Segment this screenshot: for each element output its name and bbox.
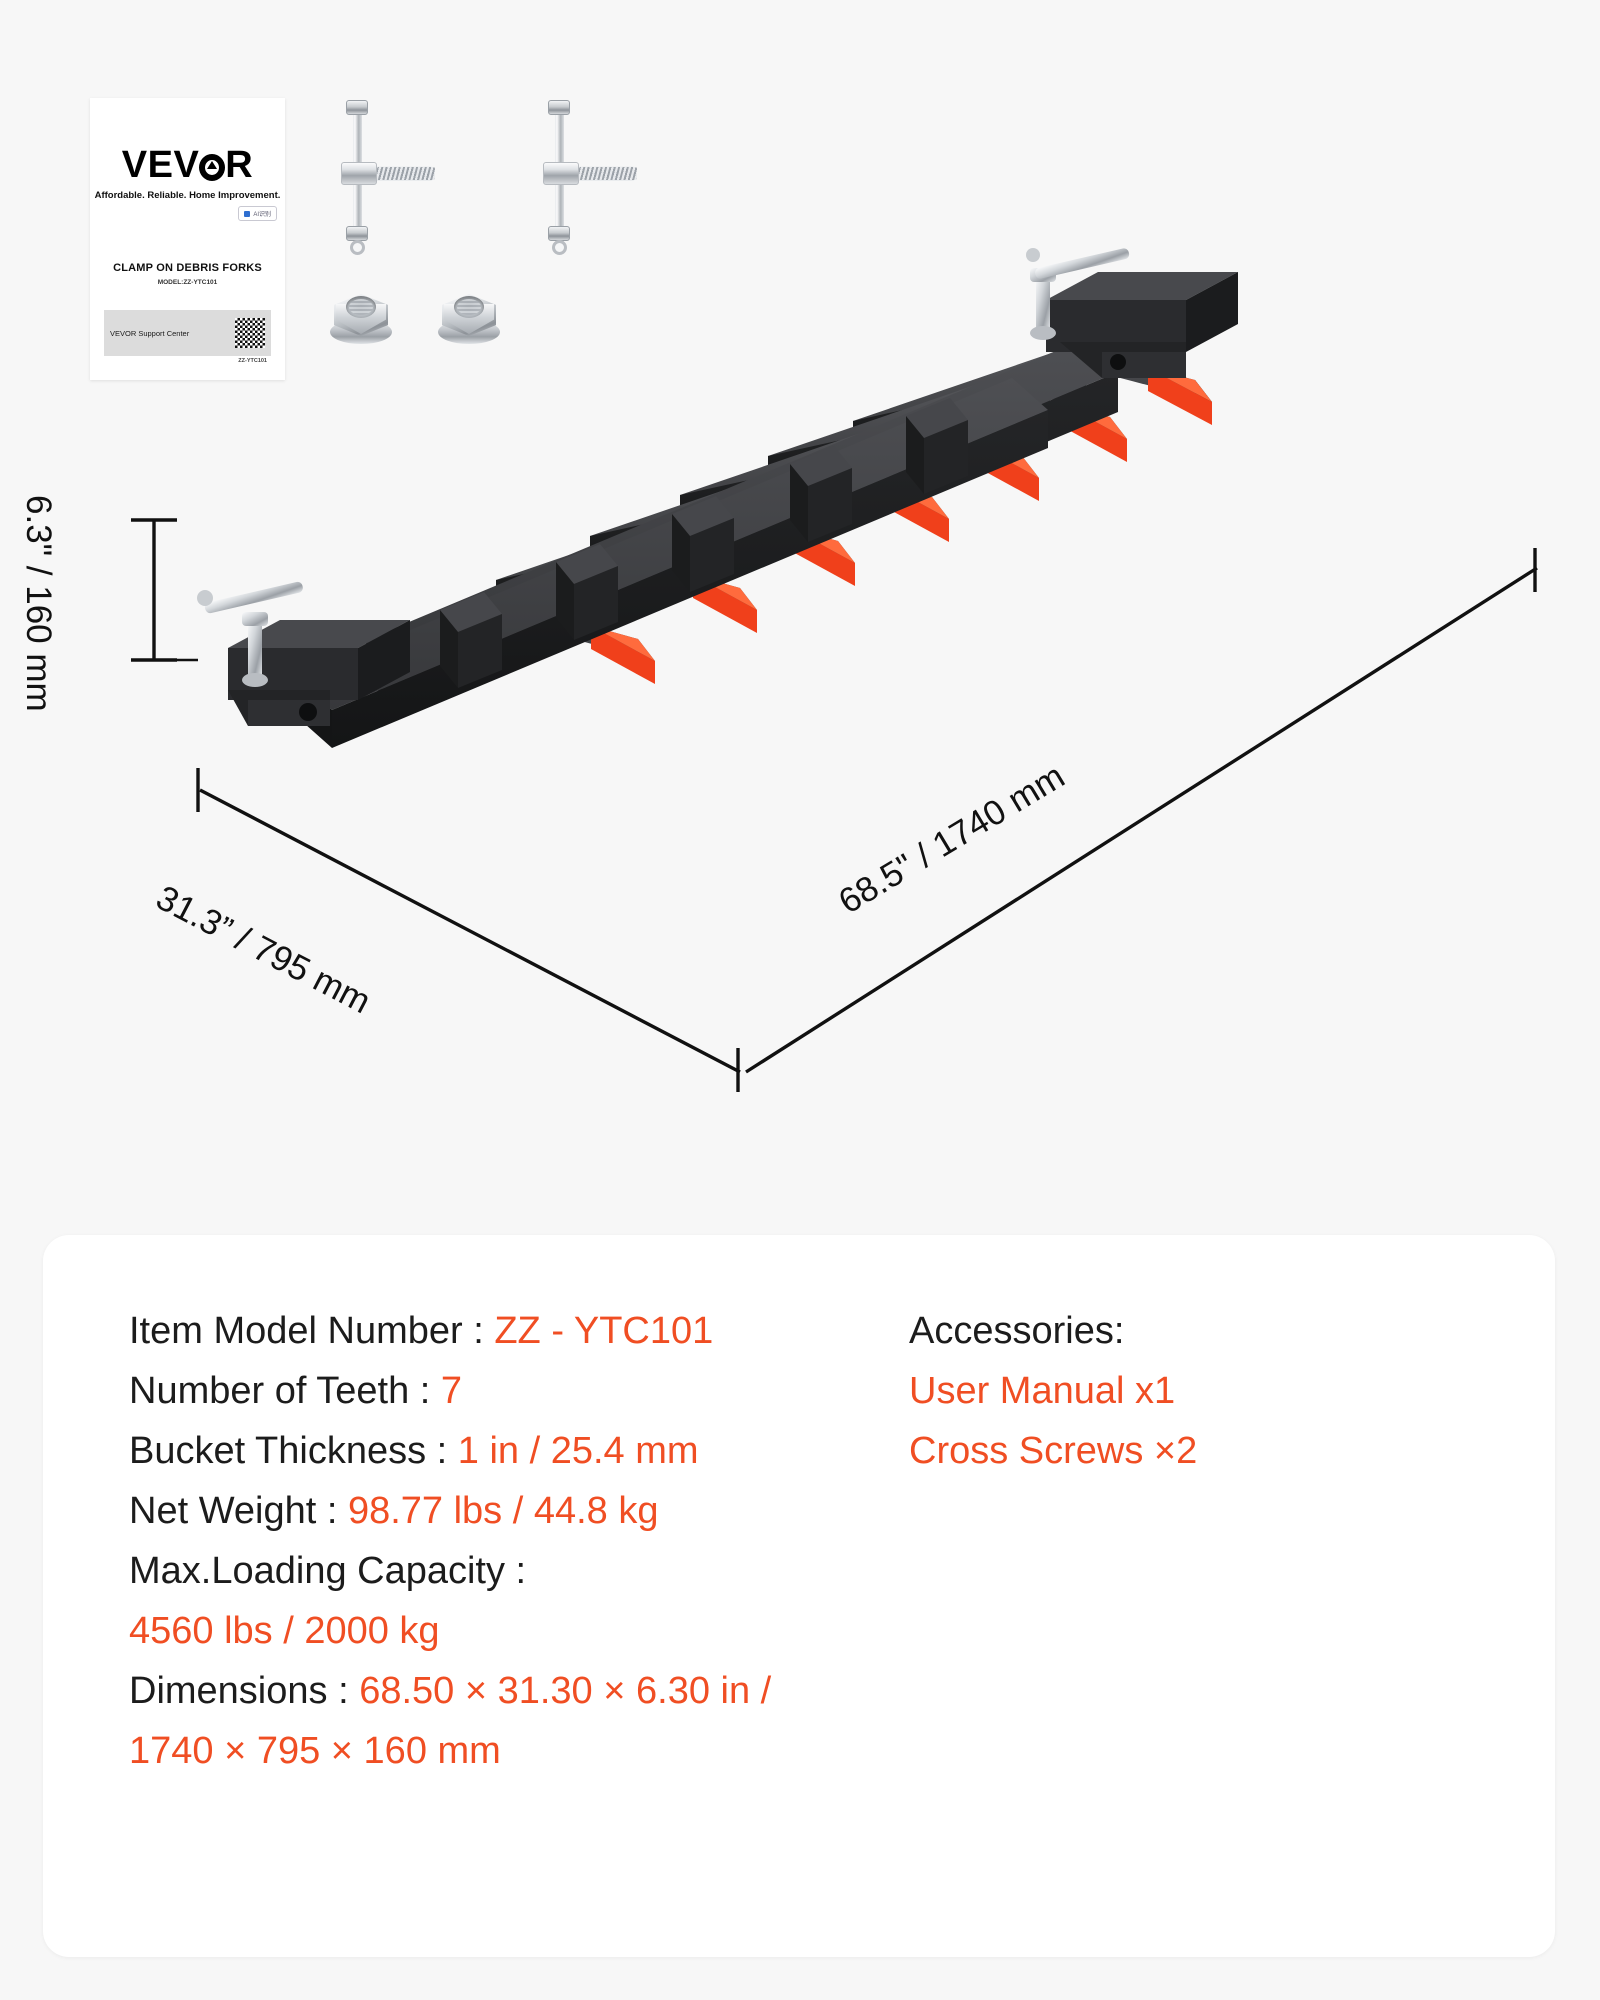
mount-bracket-left [228, 620, 410, 726]
dimension-lines [131, 518, 1538, 1092]
qr-code-icon [235, 318, 265, 348]
screw-collar [341, 162, 377, 185]
spec-label-weight: Net Weight : [129, 1490, 348, 1533]
vevor-logo-o-icon [199, 154, 226, 181]
spec-row-capacity-label: Max.Loading Capacity : [129, 1541, 919, 1601]
specification-card: Item Model Number : ZZ - YTC101 Number o… [43, 1235, 1555, 1957]
spec-row-teeth: Number of Teeth : 7 [129, 1361, 919, 1421]
spec-label-thickness: Bucket Thickness : [129, 1430, 458, 1473]
support-center-label: VEVOR Support Center [110, 328, 190, 338]
user-manual-cover: VEV R Affordable. Reliable. Home Improvem… [90, 98, 285, 380]
screw-eyelet [350, 240, 365, 255]
vevor-logo-right: R [225, 144, 254, 186]
ai-badge-label: AI识别 [253, 212, 271, 218]
spec-row-thickness: Bucket Thickness : 1 in / 25.4 mm [129, 1421, 919, 1481]
spec-label-teeth: Number of Teeth : [129, 1370, 441, 1413]
length-dim-line [745, 566, 1538, 1074]
flange-nut-2 [438, 290, 500, 346]
ai-badge-icon [244, 210, 251, 217]
screw-thread [579, 167, 637, 180]
screw-eyelet [552, 240, 567, 255]
clamp-screw-left [197, 581, 303, 687]
screw-thread [377, 167, 435, 180]
manual-model-line: MODEL:ZZ-YTC101 [157, 279, 218, 286]
spec-list: Item Model Number : ZZ - YTC101 Number o… [129, 1301, 919, 1781]
spec-value-dimensions-mm: 1740 × 795 × 160 mm [129, 1730, 501, 1773]
spec-value-thickness: 1 in / 25.4 mm [457, 1430, 699, 1473]
nut-thread-hole [346, 296, 376, 318]
height-dimension-label: 6.3" / 160 mm [19, 495, 58, 712]
clamp-screw-right [1026, 248, 1130, 340]
accessory-item-cross-screws: Cross Screws ×2 [909, 1430, 1198, 1473]
screw-knob-top [548, 100, 570, 115]
spec-value-model: ZZ - YTC101 [494, 1310, 714, 1352]
nut-thread-hole [454, 296, 484, 318]
screw-collar [543, 162, 579, 185]
debris-forks-assembly [131, 248, 1538, 1092]
spec-row-model: Item Model Number : ZZ - YTC101 [129, 1301, 919, 1361]
spec-value-dimensions-in: 68.50 × 31.30 × 6.30 in / [359, 1670, 772, 1713]
manual-title: CLAMP ON DEBRIS FORKS [113, 262, 262, 274]
spec-row-weight: Net Weight : 98.77 lbs / 44.8 kg [129, 1481, 919, 1541]
vevor-tagline: Affordable. Reliable. Home Improvement. [94, 190, 281, 201]
accessory-item-user-manual: User Manual x1 [909, 1370, 1176, 1413]
spec-label-capacity: Max.Loading Capacity : [129, 1550, 527, 1593]
ai-badge: AI识别 [238, 206, 277, 221]
cross-screw-1 [315, 98, 435, 258]
vevor-logo: VEV R [90, 146, 285, 184]
spec-value-weight: 98.77 lbs / 44.8 kg [347, 1490, 659, 1533]
accessories-heading: Accessories: [909, 1310, 1125, 1352]
beam-ribs [440, 398, 968, 688]
manual-sku: ZZ-YTC101 [238, 358, 267, 364]
mount-bracket-right [1046, 272, 1238, 378]
width-dim-line [199, 788, 741, 1074]
flange-nut-1 [330, 290, 392, 346]
product-illustration: VEV R Affordable. Reliable. Home Improvem… [0, 0, 1600, 1200]
spec-value-teeth: 7 [440, 1370, 463, 1413]
spec-label-dimensions: Dimensions : [129, 1670, 360, 1713]
vevor-logo-left: VEV [121, 144, 200, 186]
spec-row-capacity-value: 4560 lbs / 2000 kg [129, 1610, 440, 1653]
screw-knob-top [346, 100, 368, 115]
spec-label-model: Item Model Number : [129, 1310, 495, 1352]
spec-row-dimensions: Dimensions : 68.50 × 31.30 × 6.30 in / [129, 1661, 919, 1721]
accessories-list: Accessories: User Manual x1 Cross Screws… [909, 1301, 1469, 1481]
support-center-bar: VEVOR Support Center [104, 310, 271, 356]
cross-screw-2 [517, 98, 637, 258]
